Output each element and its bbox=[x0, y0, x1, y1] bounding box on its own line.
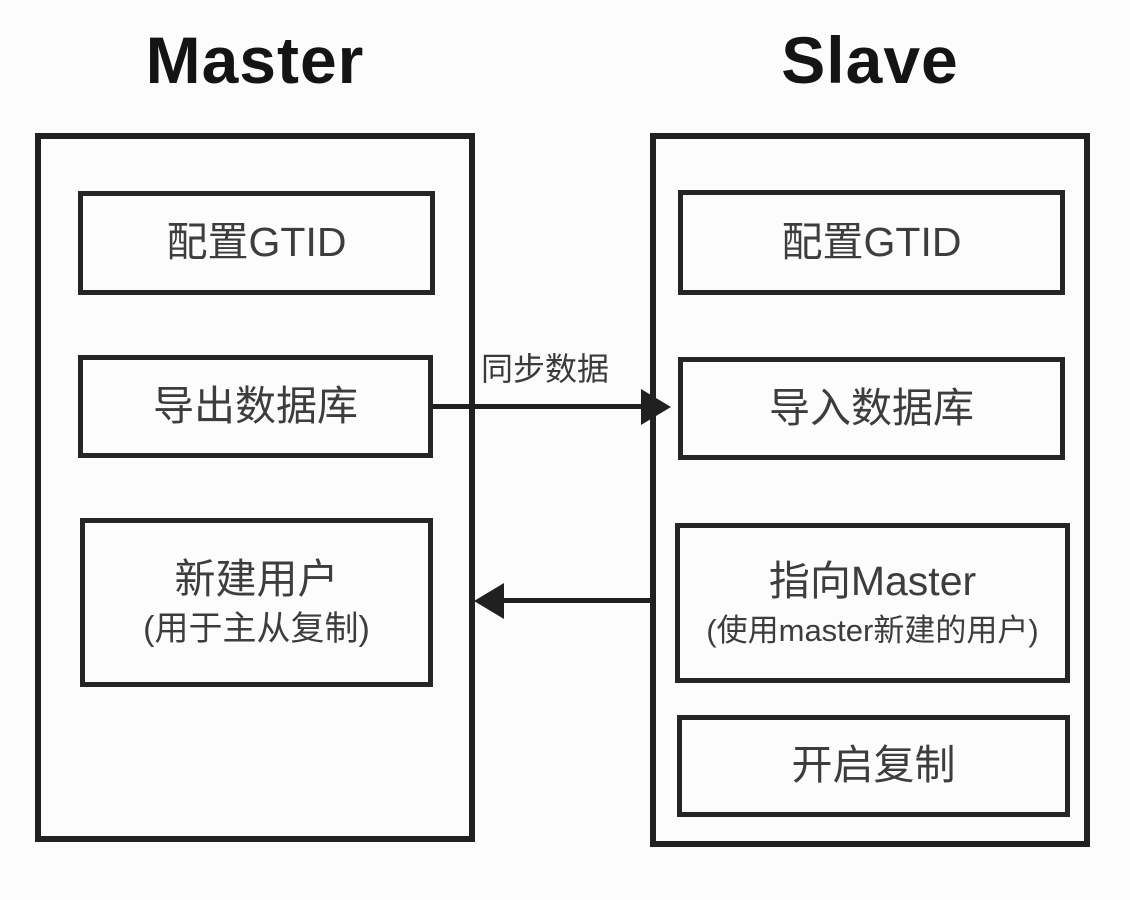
slave-step-import-database-label: 导入数据库 bbox=[769, 384, 974, 431]
slave-step-configure-gtid-label: 配置GTID bbox=[781, 218, 962, 265]
arrowhead-left-icon bbox=[474, 583, 504, 619]
slave-step-point-to-master: 指向Master (使用master新建的用户) bbox=[675, 523, 1070, 683]
master-title: Master bbox=[145, 23, 365, 97]
master-step-create-user-sublabel: (用于主从复制) bbox=[143, 610, 370, 649]
slave-step-start-replication: 开启复制 bbox=[677, 715, 1070, 817]
master-step-create-user: 新建用户 (用于主从复制) bbox=[80, 518, 433, 687]
replication-arrow-line bbox=[500, 598, 650, 603]
slave-step-point-to-master-label: 指向Master bbox=[768, 558, 977, 605]
slave-step-point-to-master-sublabel: (使用master新建的用户) bbox=[706, 612, 1039, 648]
slave-title: Slave bbox=[781, 23, 959, 97]
master-container-box bbox=[35, 133, 475, 842]
arrowhead-right-icon bbox=[641, 389, 671, 425]
slave-step-start-replication-label: 开启复制 bbox=[791, 742, 956, 789]
sync-arrow-line bbox=[433, 404, 645, 409]
slave-step-configure-gtid: 配置GTID bbox=[678, 190, 1065, 295]
master-step-configure-gtid: 配置GTID bbox=[78, 191, 435, 295]
master-step-create-user-label: 新建用户 bbox=[174, 556, 339, 603]
slave-container-box bbox=[650, 133, 1090, 847]
master-step-configure-gtid-label: 配置GTID bbox=[166, 219, 347, 266]
sync-arrow-label: 同步数据 bbox=[480, 351, 609, 387]
master-step-export-database-label: 导出数据库 bbox=[153, 382, 358, 429]
master-step-export-database: 导出数据库 bbox=[78, 355, 433, 458]
slave-step-import-database: 导入数据库 bbox=[678, 357, 1065, 460]
